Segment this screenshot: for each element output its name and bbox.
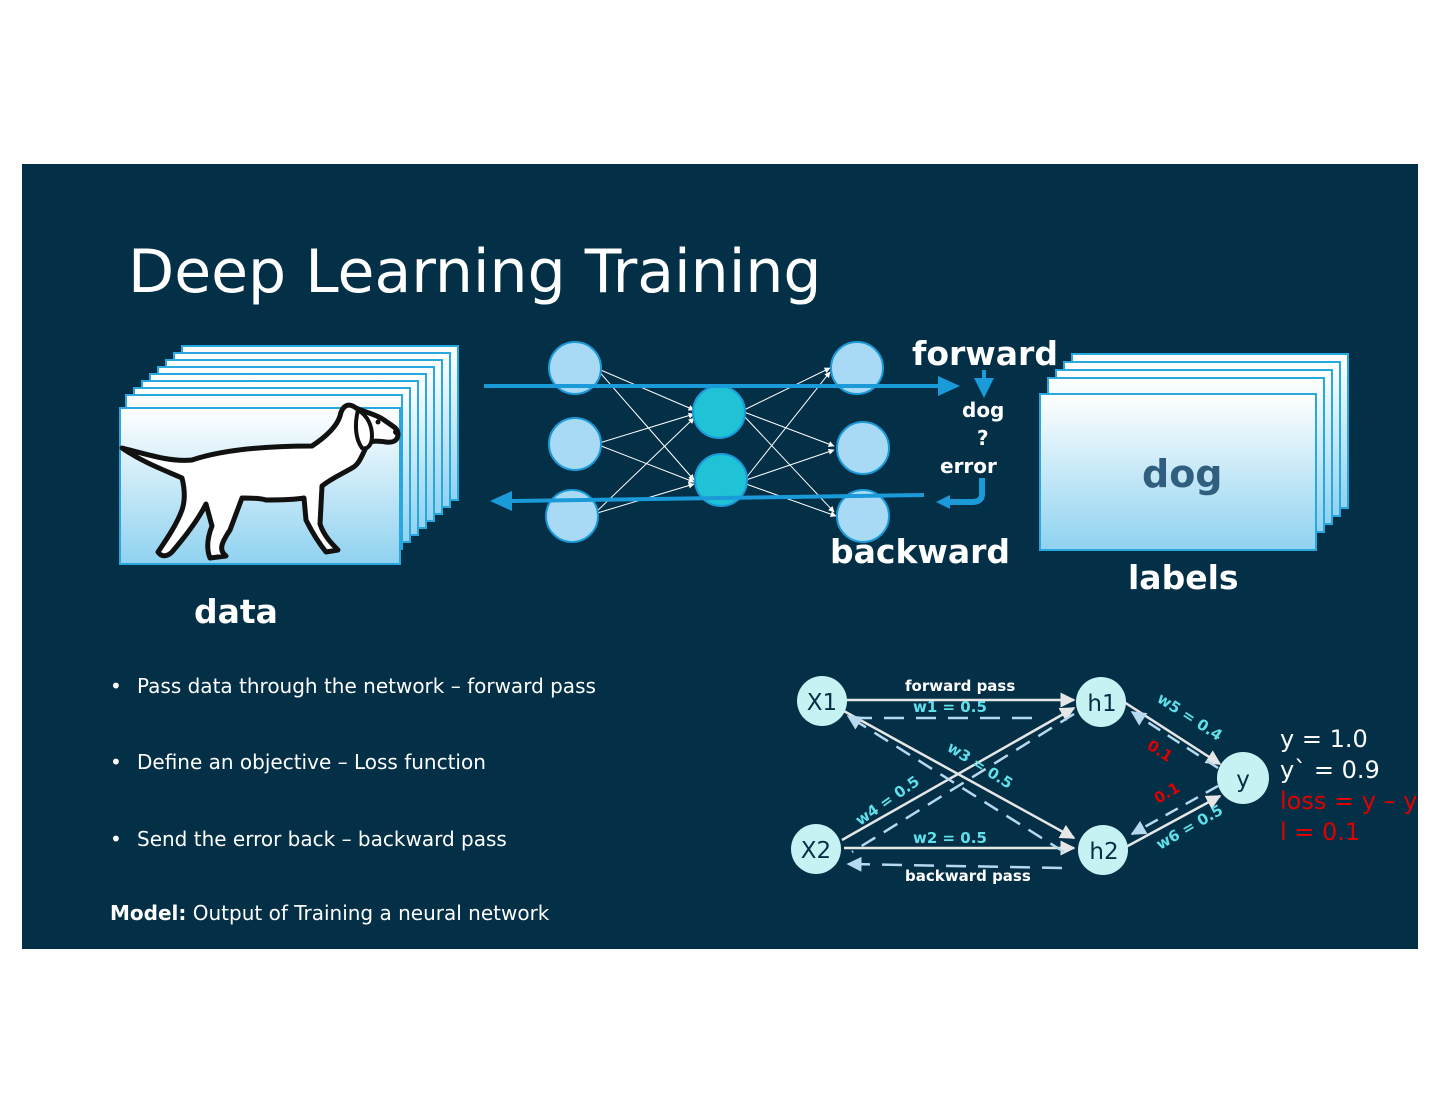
model-label: Model: bbox=[110, 901, 187, 925]
eq-loss: loss = y – y` bbox=[1280, 787, 1418, 815]
node-h2 bbox=[1078, 825, 1128, 875]
training-illustration bbox=[119, 341, 1349, 565]
data-label: data bbox=[194, 592, 278, 631]
node-x1-label: X1 bbox=[807, 690, 837, 716]
labels-card-stack bbox=[1039, 353, 1349, 551]
labels-label: labels bbox=[1128, 558, 1239, 597]
hidden-node-2 bbox=[694, 453, 748, 507]
slide: Deep Learning Training bbox=[22, 164, 1418, 949]
eq-l: l = 0.1 bbox=[1280, 818, 1361, 846]
dog-prediction-label: dog bbox=[962, 398, 1005, 422]
node-h2-label: h2 bbox=[1089, 839, 1118, 865]
node-x2-label: X2 bbox=[801, 838, 831, 864]
bullet-dot: • bbox=[110, 827, 122, 851]
backward-pass-label: backward pass bbox=[905, 867, 1031, 885]
node-y-label: y bbox=[1236, 767, 1250, 793]
question-label: ? bbox=[977, 426, 989, 450]
bullet-text: Send the error back – backward pass bbox=[137, 827, 507, 851]
input-node-3 bbox=[545, 489, 599, 543]
gradient-1: 0.1 bbox=[1144, 736, 1176, 766]
output-node-3 bbox=[836, 489, 890, 543]
node-y bbox=[1217, 752, 1269, 804]
weight-w1: w1 = 0.5 bbox=[913, 698, 987, 716]
slide-title: Deep Learning Training bbox=[128, 237, 822, 307]
dog-silhouette-icon bbox=[119, 402, 401, 561]
backward-arrow bbox=[490, 478, 985, 511]
backward-label: backward bbox=[830, 532, 1011, 571]
weight-w5: w5 = 0.4 bbox=[1154, 689, 1226, 744]
input-node-1 bbox=[548, 341, 602, 395]
forward-arrow bbox=[484, 370, 994, 398]
detailed-network: X1 X2 h1 h2 y forward pass backward pass… bbox=[791, 676, 1269, 885]
node-h1 bbox=[1076, 677, 1126, 727]
bullet-dot: • bbox=[110, 750, 122, 774]
model-definition: Model: Output of Training a neural netwo… bbox=[110, 901, 549, 925]
node-h1-label: h1 bbox=[1087, 691, 1116, 717]
output-node-1 bbox=[830, 341, 884, 395]
node-x1 bbox=[797, 676, 847, 726]
bullet-dot: • bbox=[110, 674, 122, 698]
input-node-2 bbox=[548, 417, 602, 471]
bullet-text: Define an objective – Loss function bbox=[137, 750, 486, 774]
error-label: error bbox=[940, 454, 997, 478]
bullet-text: Pass data through the network – forward … bbox=[137, 674, 596, 698]
gradient-2: 0.1 bbox=[1151, 779, 1183, 808]
forward-label: forward bbox=[912, 334, 1058, 373]
model-text: Output of Training a neural network bbox=[186, 901, 550, 925]
node-x2 bbox=[791, 824, 841, 874]
weight-w2: w2 = 0.5 bbox=[913, 829, 987, 847]
eq-y-pred: y` = 0.9 bbox=[1280, 756, 1380, 784]
mini-network bbox=[545, 341, 890, 543]
card-dog-label: dog bbox=[1142, 452, 1223, 496]
forward-pass-label: forward pass bbox=[905, 677, 1015, 695]
output-node-2 bbox=[836, 421, 890, 475]
eq-y: y = 1.0 bbox=[1280, 725, 1368, 753]
